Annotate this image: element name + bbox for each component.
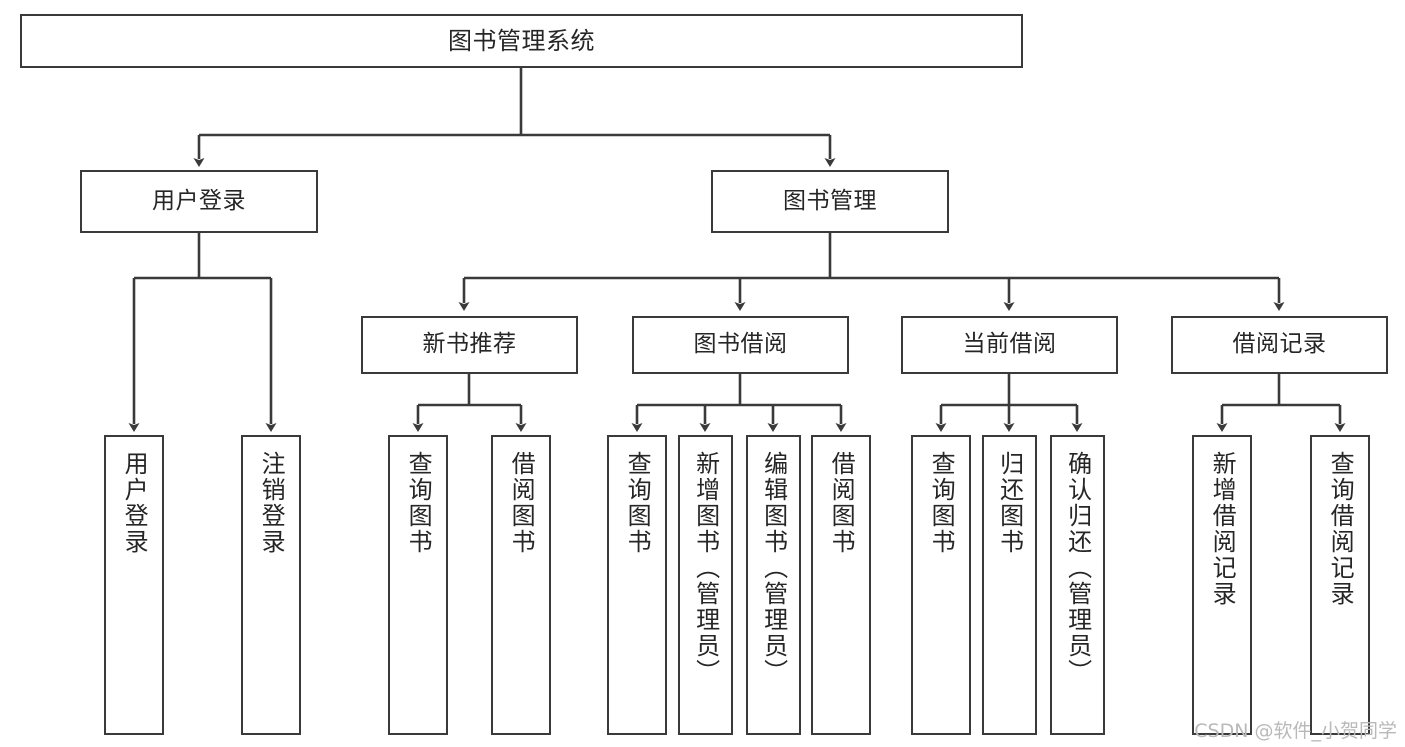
node-label: 图书借阅	[693, 331, 788, 358]
leaf-query-book-borrow[interactable]: 查询图书	[607, 435, 667, 735]
node-current-borrow[interactable]: 当前借阅	[901, 316, 1118, 374]
node-label: 查询借阅记录	[1326, 451, 1355, 607]
node-label: 图书管理系统	[448, 26, 595, 55]
leaf-query-book-recommend[interactable]: 查询图书	[388, 435, 448, 735]
node-label: 新增图书（管理员）	[691, 451, 720, 685]
node-label: 借阅图书	[507, 451, 536, 555]
node-label: 用户登录	[152, 187, 246, 214]
leaf-borrow-book[interactable]: 借阅图书	[811, 435, 871, 735]
node-label: 归还图书	[995, 451, 1024, 555]
node-label: 查询图书	[623, 451, 652, 555]
leaf-logout-login[interactable]: 注销登录	[241, 435, 301, 735]
node-user-login[interactable]: 用户登录	[80, 170, 318, 233]
csdn-watermark: CSDN @软件_小贺同学	[1194, 720, 1397, 742]
node-label: 新书推荐	[422, 331, 517, 358]
leaf-return-book[interactable]: 归还图书	[982, 435, 1037, 735]
node-label: 编辑图书（管理员）	[759, 451, 788, 685]
leaf-confirm-return-admin[interactable]: 确认归还（管理员）	[1050, 435, 1105, 735]
node-label: 查询图书	[404, 451, 433, 555]
leaf-add-borrow-record[interactable]: 新增借阅记录	[1192, 435, 1252, 735]
leaf-edit-book-admin[interactable]: 编辑图书（管理员）	[746, 435, 801, 735]
node-book-borrow[interactable]: 图书借阅	[632, 316, 849, 374]
node-label: 用户登录	[120, 451, 149, 555]
node-label: 借阅记录	[1232, 331, 1327, 358]
node-label: 确认归还（管理员）	[1063, 451, 1092, 685]
node-label: 查询图书	[927, 451, 956, 555]
node-root-system[interactable]: 图书管理系统	[20, 14, 1023, 68]
node-label: 图书管理	[783, 187, 877, 214]
node-book-management[interactable]: 图书管理	[711, 170, 949, 233]
node-new-book-recommend[interactable]: 新书推荐	[361, 316, 578, 374]
node-label: 注销登录	[257, 451, 286, 555]
node-label: 当前借阅	[962, 331, 1057, 358]
leaf-query-book-current[interactable]: 查询图书	[911, 435, 971, 735]
node-label: 借阅图书	[827, 451, 856, 555]
leaf-add-book-admin[interactable]: 新增图书（管理员）	[678, 435, 733, 735]
node-borrow-record[interactable]: 借阅记录	[1171, 316, 1388, 374]
leaf-query-borrow-record[interactable]: 查询借阅记录	[1310, 435, 1370, 735]
leaf-user-login[interactable]: 用户登录	[104, 435, 164, 735]
node-label: 新增借阅记录	[1208, 451, 1237, 607]
leaf-borrow-book-recommend[interactable]: 借阅图书	[491, 435, 551, 735]
